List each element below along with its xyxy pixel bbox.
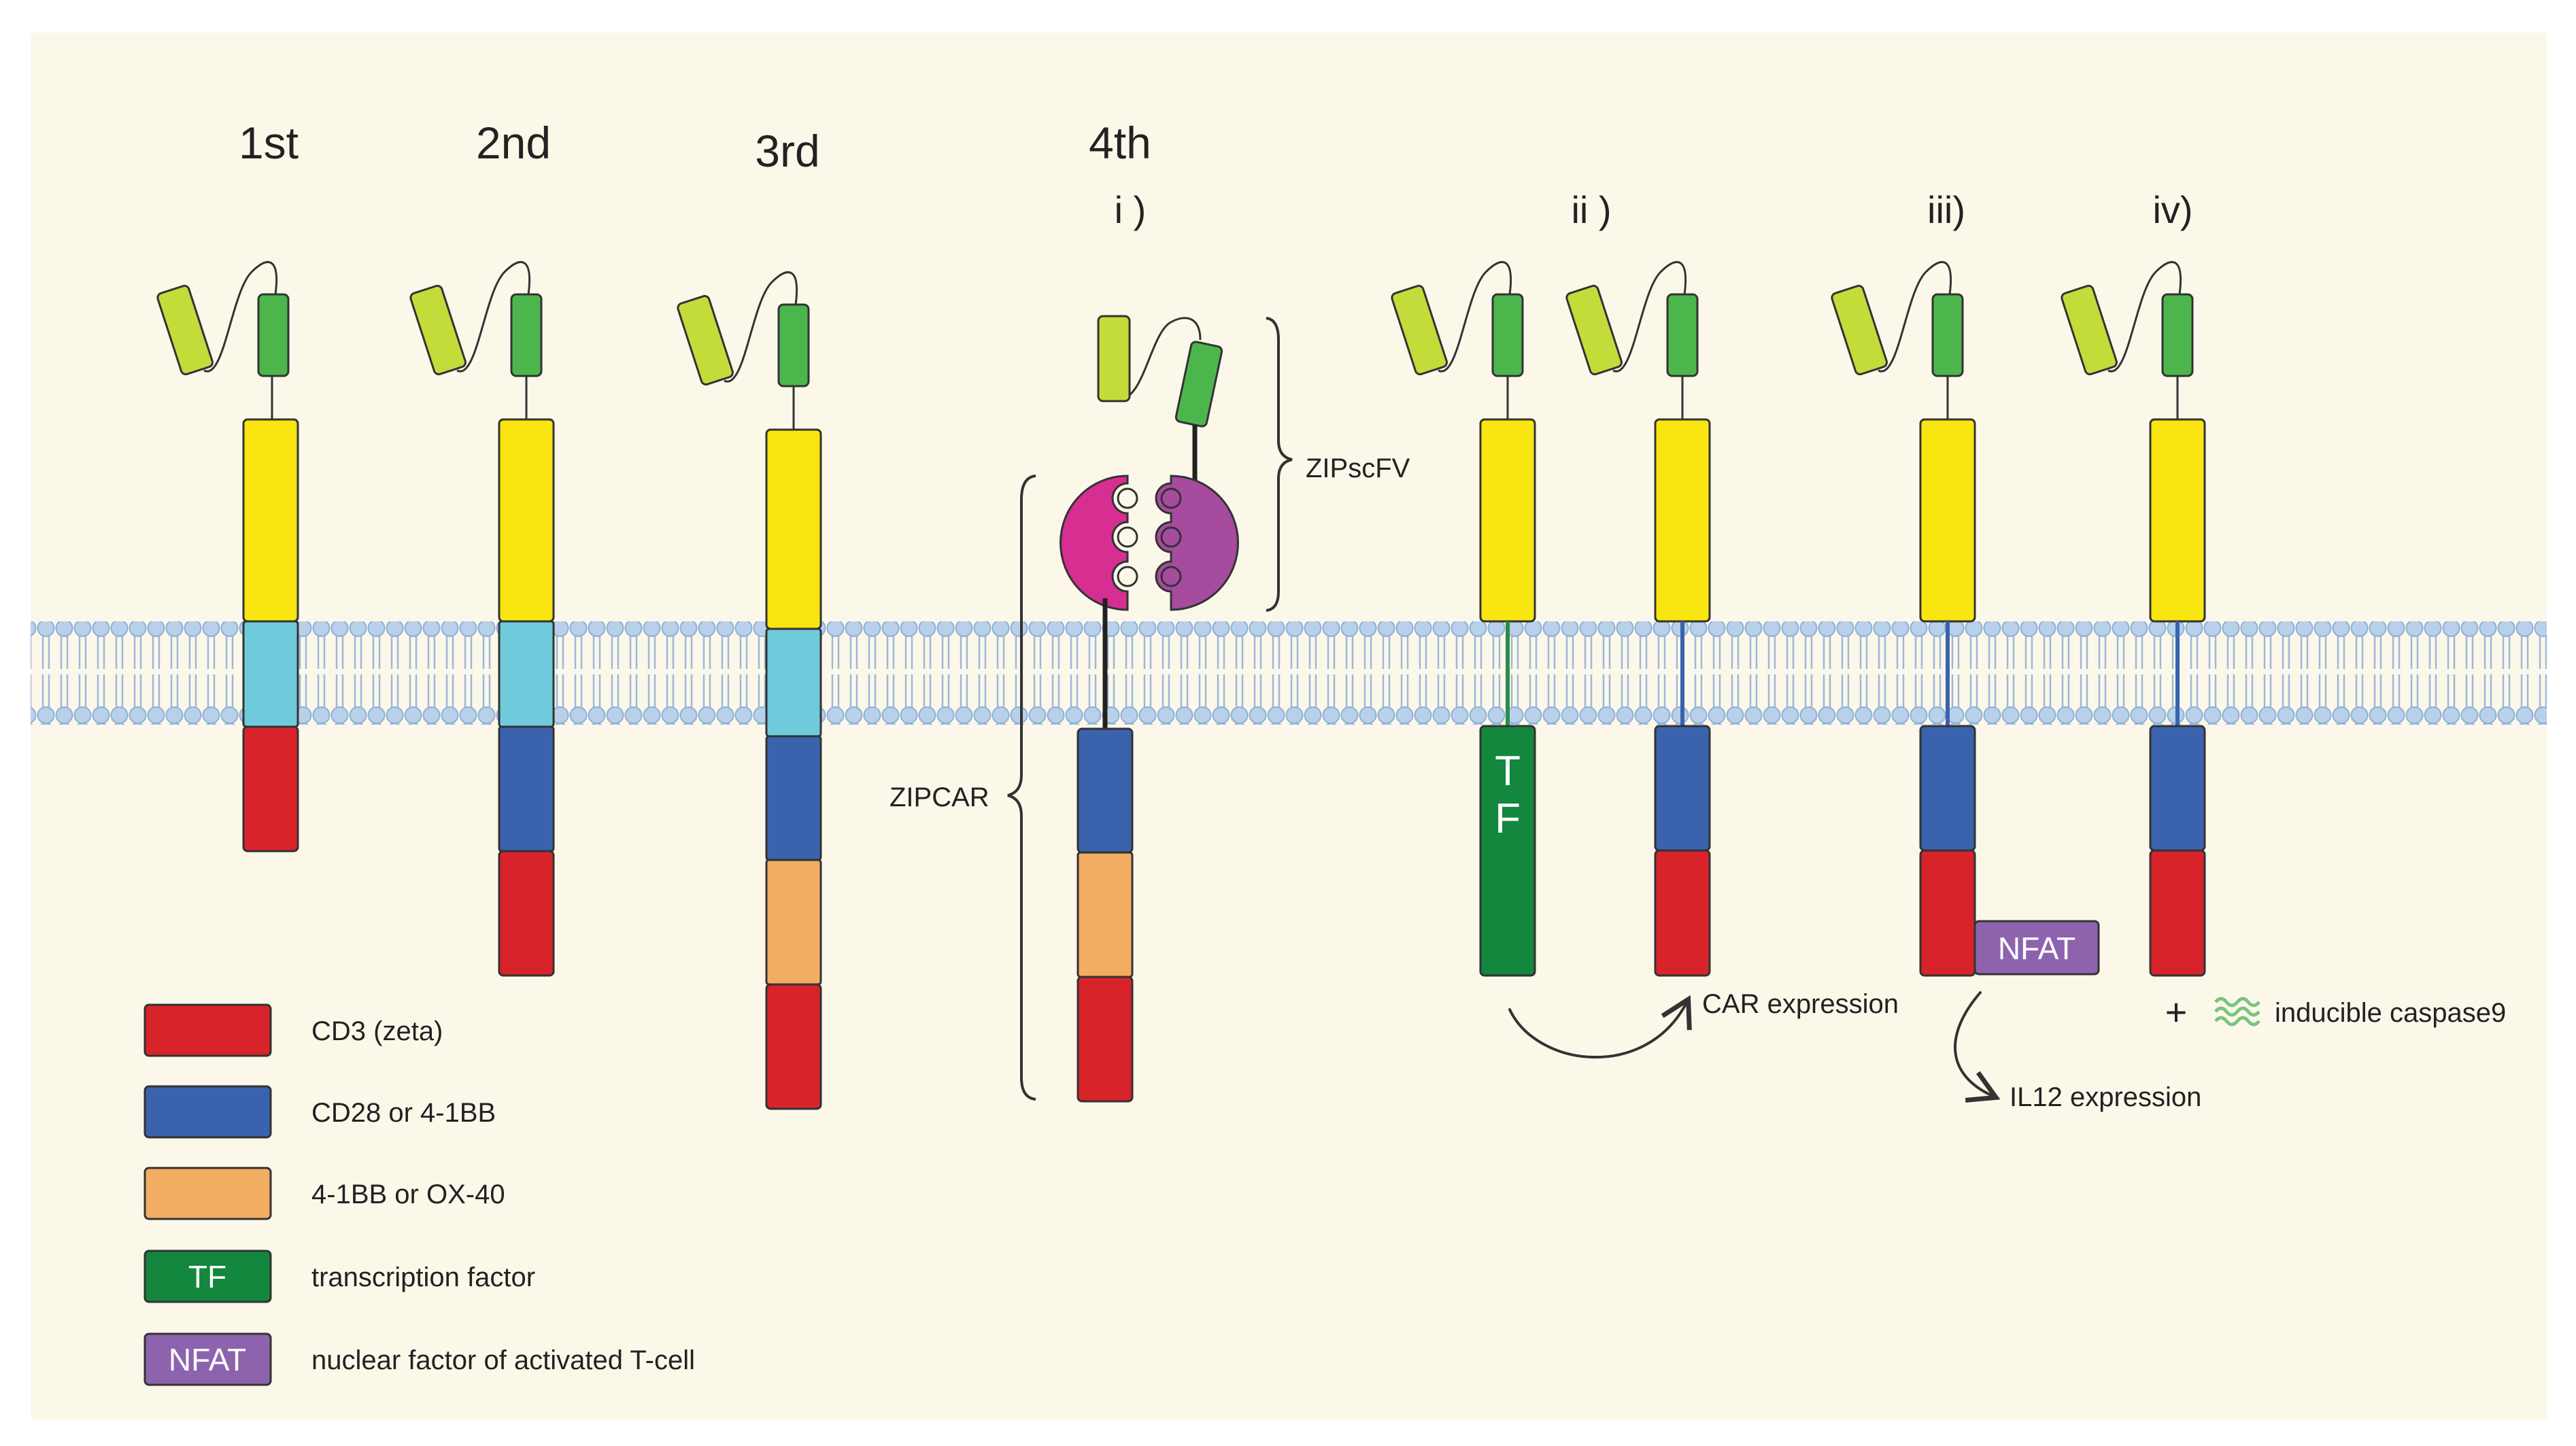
- cd3-zeta-domain: [765, 983, 822, 1110]
- hinge-domain: [498, 418, 555, 623]
- plus-sign: +: [2165, 991, 2188, 1033]
- legend-swatch-nfat-text: NFAT: [169, 1342, 246, 1377]
- legend-label-cd3: CD3 (zeta): [311, 1016, 443, 1046]
- legend-item-ox40: 4-1BB or OX-40: [143, 1167, 505, 1220]
- zipscfv-label: ZIPscFV: [1306, 453, 1410, 483]
- costim-cd28-domain: [1919, 725, 1976, 852]
- il12-expression-arrow: [1954, 991, 2001, 1103]
- cd3-zeta-domain: [1077, 976, 1134, 1103]
- legend-swatch-cd3: [143, 1003, 272, 1057]
- subtype-ii-label: ii ): [1571, 188, 1611, 231]
- car-expression-label: CAR expression: [1702, 989, 1899, 1019]
- legend-swatch-nfat: [143, 1332, 272, 1386]
- scfv-light-chain: [1097, 315, 1131, 402]
- cd3-zeta-domain: [1919, 849, 1976, 977]
- legend-item-cd28: CD28 or 4-1BB: [143, 1085, 496, 1139]
- costim-cd28-domain: [765, 735, 822, 861]
- cd3-zeta-domain: [1654, 849, 1711, 977]
- nfat-box: [1973, 920, 2100, 976]
- legend-label-tf: transcription factor: [311, 1262, 535, 1292]
- background-panel: [31, 33, 2547, 1419]
- zipcar-label: ZIPCAR: [889, 782, 989, 812]
- cd3-zeta-domain: [242, 725, 299, 853]
- hinge-domain: [1654, 418, 1711, 623]
- legend-label-nfat: nuclear factor of activated T-cell: [311, 1345, 695, 1375]
- legend-label-cd28: CD28 or 4-1BB: [311, 1098, 496, 1128]
- scfv-antibody-icon: [1831, 261, 1964, 377]
- scfv-antibody-icon: [677, 271, 810, 388]
- generation-4th-label: 4th: [1089, 118, 1151, 168]
- car-expression-arrow: [1508, 995, 1692, 1058]
- car-1st-generation: [156, 261, 299, 853]
- car-2nd-generation: [409, 261, 555, 977]
- subtype-iv-label: iv): [2152, 188, 2192, 231]
- car-4th-iii-nfat: NFAT IL12 expression: [1831, 261, 2201, 1112]
- generation-2nd-label: 2nd: [476, 118, 551, 168]
- hinge-domain: [1919, 418, 1976, 623]
- costim-ox40-domain: [765, 859, 822, 986]
- hinge-domain: [2149, 418, 2206, 623]
- car-4th-iv-caspase: + inducible caspase9: [2061, 261, 2506, 1033]
- legend-item-nfat: NFAT nuclear factor of activated T-cell: [143, 1332, 695, 1386]
- hinge-domain: [765, 428, 822, 630]
- zipcar-brace: [1007, 475, 1036, 1101]
- subtype-iii-label: iii): [1927, 188, 1965, 231]
- costim-ox40-domain: [1077, 851, 1134, 978]
- hinge-domain: [242, 418, 299, 623]
- legend-swatch-cd28: [143, 1085, 272, 1139]
- il12-expression-label: IL12 expression: [2010, 1082, 2201, 1112]
- transmembrane-domain: [242, 620, 299, 728]
- transmembrane-domain: [498, 620, 555, 728]
- legend-label-ox40: 4-1BB or OX-40: [311, 1180, 505, 1209]
- car-4th-ii-expressed: CAR expression: [1508, 261, 1899, 1058]
- legend-swatch-tf: [143, 1250, 272, 1303]
- scfv-antibody-icon: [156, 261, 290, 377]
- generation-1st-label: 1st: [239, 118, 299, 168]
- cell-membrane: [31, 621, 2547, 725]
- scfv-antibody-icon: [1565, 261, 1699, 377]
- transmembrane-domain: [765, 627, 822, 738]
- car-3rd-generation: [677, 271, 822, 1110]
- scfv-antibody-icon: [1391, 261, 1524, 377]
- hinge-domain: [1479, 418, 1536, 623]
- costim-cd28-domain: [1077, 727, 1134, 854]
- legend: CD3 (zeta) CD28 or 4-1BB 4-1BB or OX-40 …: [143, 1003, 695, 1386]
- legend-item-tf: TF transcription factor: [143, 1250, 535, 1303]
- legend-swatch-tf-text: TF: [188, 1259, 226, 1294]
- cd3-zeta-domain: [2149, 849, 2206, 977]
- costim-cd28-domain: [1654, 725, 1711, 852]
- tf-letter-t: T: [1495, 748, 1521, 795]
- generation-3rd-label: 3rd: [755, 126, 819, 176]
- scfv-antibody-icon: [409, 261, 543, 377]
- costim-cd28-domain: [498, 725, 555, 853]
- scfv-heavy-chain: [1174, 341, 1223, 428]
- caspase-wave-icon: [2214, 997, 2260, 1027]
- nfat-box-label: NFAT: [1998, 931, 2075, 966]
- leucine-zipper-icon: [1060, 475, 1239, 611]
- car-4th-ii-tf: T F: [1391, 261, 1536, 977]
- costim-cd28-domain: [2149, 725, 2206, 852]
- zipscfv-brace: [1266, 317, 1293, 612]
- transcription-factor-domain: [1479, 725, 1536, 977]
- legend-swatch-ox40: [143, 1167, 272, 1220]
- car-4th-i-zipcar: ZIPscFV ZIPCAR: [889, 315, 1410, 1103]
- tf-letter-f: F: [1495, 795, 1521, 842]
- cd3-zeta-domain: [498, 850, 555, 977]
- inducible-caspase9-label: inducible caspase9: [2275, 998, 2506, 1028]
- legend-item-cd3: CD3 (zeta): [143, 1003, 443, 1057]
- subtype-i-label: i ): [1115, 188, 1147, 231]
